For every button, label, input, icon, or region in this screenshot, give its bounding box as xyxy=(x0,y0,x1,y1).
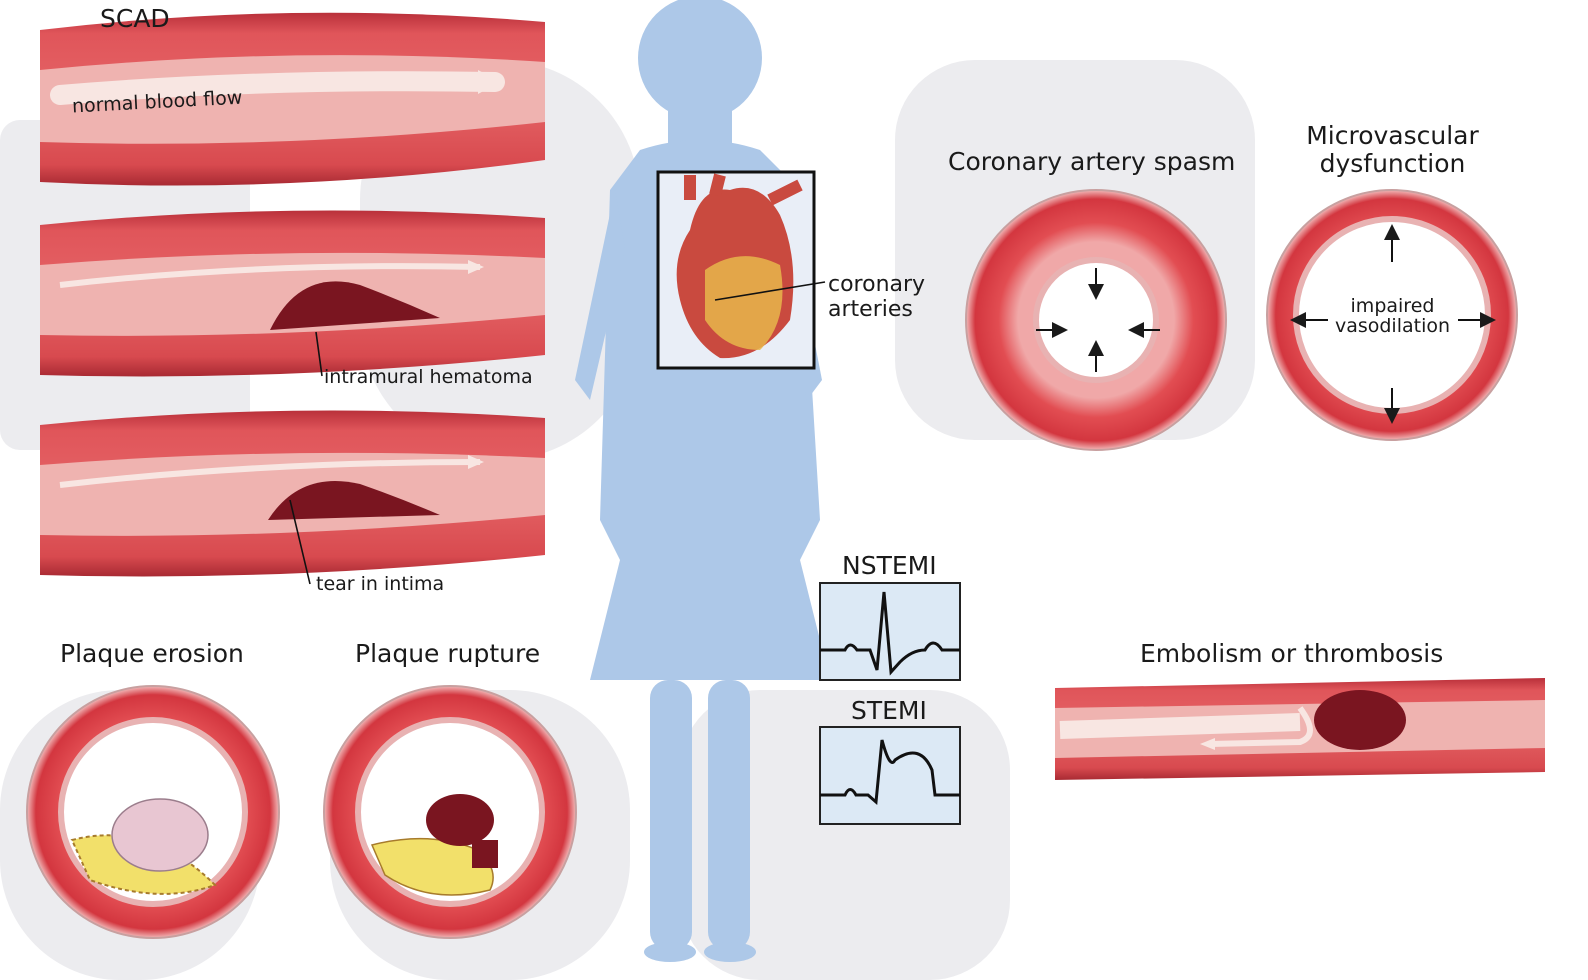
microvascular-label-1: Microvascular xyxy=(1300,122,1485,151)
coronary-arteries-label-2: arteries xyxy=(828,297,913,322)
nstemi-label: NSTEMI xyxy=(842,552,937,581)
stemi-label: STEMI xyxy=(851,697,927,726)
scad-label: SCAD xyxy=(100,5,170,34)
ecg-nstemi xyxy=(820,583,960,680)
plaque-rupture-ring xyxy=(324,686,576,938)
heart-inset xyxy=(658,172,825,368)
impaired-label-2: vasodilation xyxy=(1320,316,1465,338)
plaque-rupture-label: Plaque rupture xyxy=(355,640,540,669)
embolism-label: Embolism or thrombosis xyxy=(1140,640,1443,669)
coronary-arteries-label-1: coronary xyxy=(828,272,925,297)
spasm-ring xyxy=(966,190,1226,450)
plaque-erosion-label: Plaque erosion xyxy=(60,640,244,669)
tear-label: tear in intima xyxy=(316,574,444,596)
scad-vessel-tear xyxy=(40,410,545,584)
plaque-erosion-ring xyxy=(27,686,279,938)
embolism-vessel xyxy=(1055,678,1545,780)
hematoma-label: intramural hematoma xyxy=(324,367,533,389)
scad-vessel-hematoma xyxy=(40,210,545,376)
ecg-stemi xyxy=(820,727,960,824)
spasm-label: Coronary artery spasm xyxy=(948,148,1235,177)
microvascular-label-2: dysfunction xyxy=(1300,150,1485,179)
